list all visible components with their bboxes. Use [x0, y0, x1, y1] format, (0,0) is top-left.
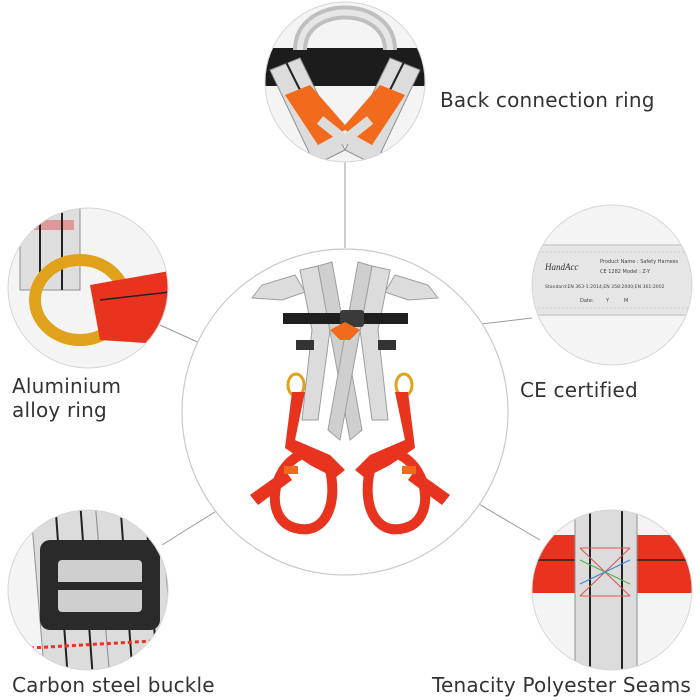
ce-date-label: Date:: [580, 298, 594, 304]
left-leg-tail: [250, 470, 292, 505]
back-plate: [330, 322, 360, 340]
seam-stitching-icon: [579, 547, 631, 597]
label-ce-certified: CE certified: [520, 378, 638, 402]
label-alu-line2: alloy ring: [12, 398, 107, 422]
label-tenacity-polyester-seams: Tenacity Polyester Seams: [432, 673, 692, 697]
central-harness-view: [181, 248, 509, 576]
left-adjust-buckle: [296, 340, 314, 350]
left-leg-keeper: [284, 466, 298, 474]
cross-strap-b: [327, 261, 373, 441]
label-aluminium-alloy-ring: Aluminium alloy ring: [12, 374, 172, 422]
right-shoulder-loop: [384, 274, 439, 301]
right-leg-keeper: [402, 466, 416, 474]
grey-webbing-strap: [574, 510, 638, 670]
detail-buckle: [7, 509, 169, 671]
ce-year: Y: [605, 298, 610, 304]
label-alu-line1: Aluminium: [12, 374, 122, 398]
ce-month: M: [624, 298, 628, 304]
ce-model: CE 1282 Model : Z-Y: [600, 269, 651, 275]
detail-ce-tag: HandAcc Product Name : Safety Harness CE…: [531, 204, 693, 366]
ce-label-tag: [532, 244, 692, 316]
right-adjust-buckle: [378, 340, 396, 350]
label-carbon-steel-buckle: Carbon steel buckle: [12, 673, 215, 697]
red-webbing: [90, 270, 168, 345]
detail-seams: [531, 509, 693, 671]
detail-back-ring: [264, 1, 426, 163]
orange-back-plate: [285, 85, 405, 145]
harness-illustration: [250, 261, 450, 535]
ce-brand: HandAcc: [544, 262, 579, 272]
detail-alu-ring: [7, 207, 169, 369]
right-leg-tail: [408, 470, 450, 505]
ce-product-name: Product Name : Safety Harness: [600, 259, 678, 265]
ce-standard: Standard:EN 363-1:2014;EN 358:2000;EN 36…: [545, 284, 665, 290]
label-back-connection-ring: Back connection ring: [440, 88, 655, 112]
left-shoulder-loop: [251, 274, 306, 301]
